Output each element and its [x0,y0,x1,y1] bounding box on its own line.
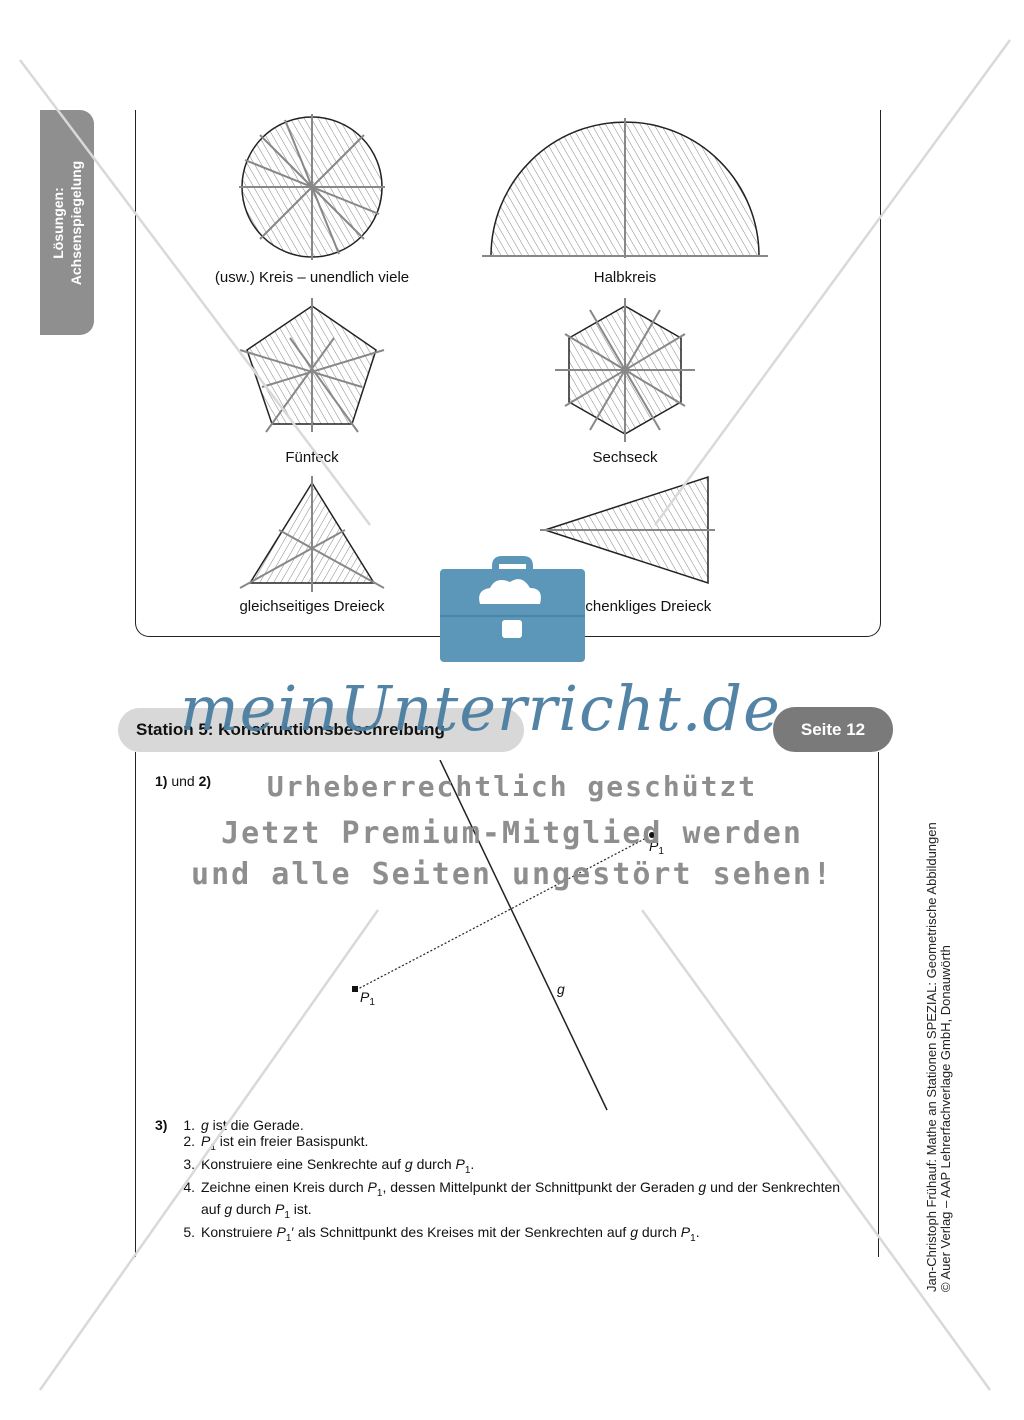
isosceles-triangle-figure [540,475,715,585]
point-p1-prime-sub: 1 [658,846,664,857]
pentagon-figure [239,298,385,433]
line-g-label: g [557,981,565,997]
task-1-label: 1) [155,773,168,789]
caption-kreis: (usw.) Kreis – unendlich viele [214,269,410,286]
step-number: 4. [183,1178,195,1195]
watermark-line3: und alle Seiten ungestört sehen! [191,857,833,892]
equilateral-triangle-figure [239,476,385,592]
step-item: 5. Konstruiere P1′ als Schnittpunkt des K… [175,1224,845,1247]
watermark-line2: Jetzt Premium-Mitglied werden [221,816,803,851]
task-2-label: 2) [198,773,212,789]
construction-drawing [352,760,655,1111]
semicircle-figure [482,118,768,258]
step-text: g ist die Gerade. [201,1117,304,1133]
page-badge: Seite 12 [773,707,893,752]
station-title: Station 5: Konstruktionsbeschreibung [136,720,445,739]
point-p1-prime-label: P1 [649,838,664,857]
step-item: 3. Konstruiere eine Senkrechte auf g durc… [175,1156,845,1179]
frame-right-border [878,752,879,1257]
step-item: 2. P1 ist ein freier Basispunkt. [175,1133,845,1156]
hexagon-figure [555,298,695,442]
step-item: 4. Zeichne einen Kreis durch P1, dessen M… [175,1179,845,1225]
task-1-2-label: 1) und 2) [155,773,211,789]
point-p1-sub: 1 [369,997,375,1008]
caption-gleichseitiges-dreieck: gleichseitiges Dreieck [239,598,385,615]
frame-left-border [135,752,136,1257]
step-number: 5. [183,1224,195,1241]
symmetry-figures [239,114,768,592]
station-header: Station 5: Konstruktionsbeschreibung [118,708,524,752]
step-text: Konstruiere P1′ als Schnittpunkt des Kre… [201,1224,700,1244]
construction-steps: 1. g ist die Gerade. 2. P1 ist ein freier B… [175,1117,845,1247]
caption-sechseck: Sechseck [592,449,658,466]
watermark-logo: meinUnterricht.de [180,672,781,745]
point-p1-marker [352,986,358,992]
step-number: 3. [183,1155,195,1172]
point-p1-label: P1 [360,989,375,1008]
step-number: 2. [183,1133,195,1149]
task-label-connector: und [167,773,199,789]
caption-fuenfeck: Fünfeck [285,449,339,466]
watermark-line1: Urheberrechtlich geschützt [266,770,758,803]
step-text: P1 ist ein freier Basispunkt. [201,1133,369,1153]
step-text: Zeichne einen Kreis durch P1, dessen Mit… [201,1178,841,1222]
step-number: 1. [183,1117,195,1133]
point-p1-letter: P [360,989,370,1005]
point-p1-prime-marker [649,832,655,838]
point-p1-prime-letter: P [649,838,659,854]
step-text: Konstruiere eine Senkrechte auf g durch … [201,1155,475,1176]
caption-halbkreis: Halbkreis [593,269,657,286]
briefcase-icon [440,556,585,662]
line-g [439,760,608,1111]
circle-figure [239,114,385,260]
task-3-label: 3) [155,1117,168,1133]
step-item: 1. g ist die Gerade. [175,1117,845,1133]
